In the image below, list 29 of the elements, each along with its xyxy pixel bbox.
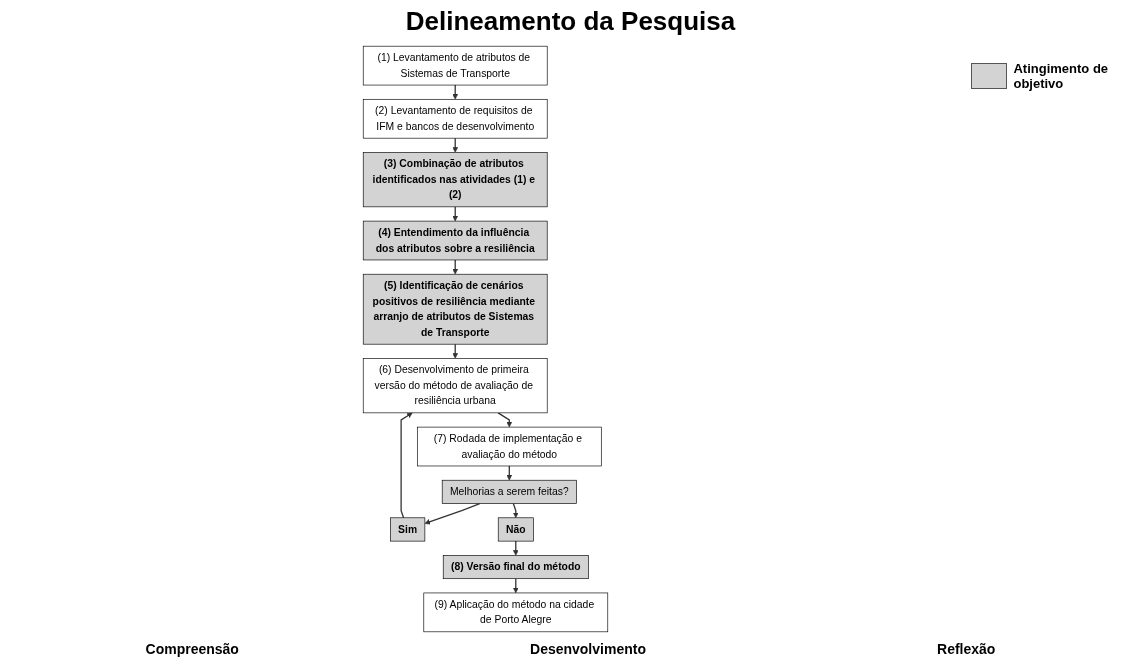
arrow <box>452 259 459 275</box>
node-box: (2) Levantamento de requisitos de IFM e bancos de desenvolvimento <box>362 98 548 139</box>
arrow <box>452 343 459 359</box>
node-box: (5) Identificação de cenários positivos de resiliência mediante arranjo de atributos de Sistemas de Transporte <box>362 273 548 345</box>
arrow <box>424 502 481 525</box>
node-box: Não <box>497 517 534 542</box>
arrow <box>497 412 513 428</box>
node-box: (8) Versão final do método <box>442 555 589 580</box>
arrow <box>452 206 459 222</box>
diagram-title: Delineamento da Pesquisa <box>404 6 737 37</box>
legend-text: Atingimento de objetivo <box>1013 61 1110 91</box>
column-label: Desenvolvimento <box>530 641 646 657</box>
node-box: (1) Levantamento de atributos de Sistemas de Transporte <box>362 45 548 86</box>
arrow <box>506 465 513 481</box>
arrow <box>400 412 413 519</box>
arrow <box>512 578 519 594</box>
column-label: Reflexão <box>937 641 996 657</box>
node-box: (3) Combinação de atributos identificados nas atividades (1) e (2) <box>362 152 548 208</box>
arrow <box>452 137 459 153</box>
column-label: Compreensão <box>145 641 239 657</box>
arrow <box>512 540 519 556</box>
arrow <box>452 84 459 100</box>
node-box: (4) Entendimento da influência dos atributos sobre a resiliência <box>362 220 548 261</box>
node-box: (7) Rodada de implementação e avaliação do método <box>417 426 602 467</box>
node-box: Melhorias a serem feitas? <box>441 479 577 504</box>
node-box: (6) Desenvolvimento de primeira versão do método de avaliação de resiliência urbana <box>362 358 548 414</box>
arrow <box>512 502 519 519</box>
node-box: (9) Aplicação do método na cidade de Porto Alegre <box>423 592 609 633</box>
node-box: Sim <box>390 517 426 542</box>
